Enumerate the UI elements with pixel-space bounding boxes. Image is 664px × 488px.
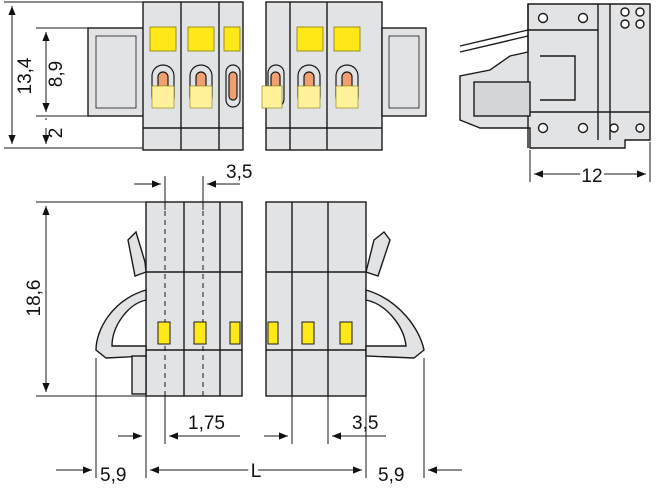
dim-depth [529, 142, 651, 182]
dim-side-right: 5,9 [378, 465, 404, 486]
dim-top-left [4, 1, 143, 149]
dim-front [36, 176, 462, 478]
dim-half-pitch: 1,75 [188, 413, 225, 434]
top-contact-windows [149, 26, 361, 52]
top-left-latch [87, 27, 145, 117]
dim-pitch-bottom: 3,5 [352, 413, 378, 434]
side-view [459, 3, 651, 149]
top-lower-yellow [151, 85, 359, 109]
front-right-latch [365, 231, 425, 359]
front-left-housing [145, 201, 243, 397]
dim-body-height: 8,9 [46, 61, 67, 87]
dim-side-left: 5,9 [100, 465, 126, 486]
dim-offset-height: 2 [46, 128, 67, 139]
top-view [87, 1, 427, 151]
dim-length: L [251, 461, 262, 482]
dim-height-front: 18,6 [24, 280, 45, 317]
front-left-latch [95, 230, 147, 359]
front-view [95, 201, 425, 397]
front-contact-slots [157, 321, 353, 345]
front-right-housing [265, 201, 367, 397]
top-right-housing [265, 1, 383, 151]
dim-total-height: 13,4 [15, 57, 36, 94]
dim-pitch-top: 3,5 [226, 162, 252, 183]
dim-depth-label: 12 [581, 166, 602, 187]
